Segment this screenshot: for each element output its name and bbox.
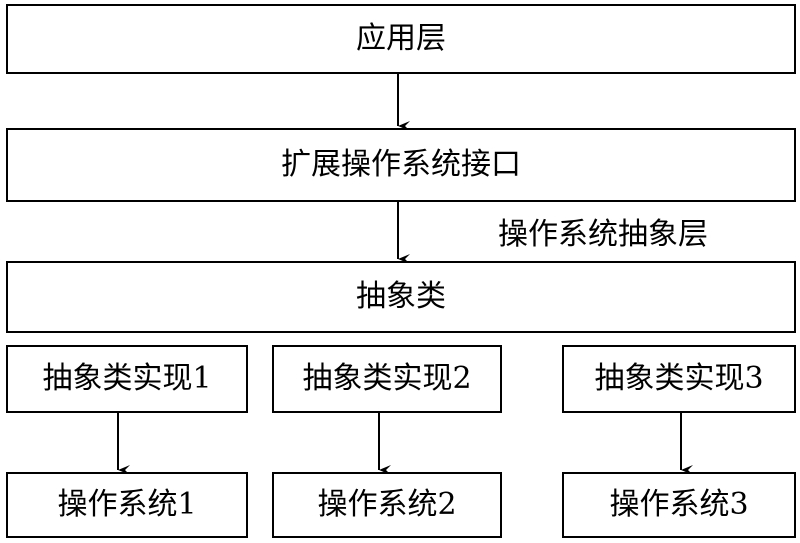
os-box-2: 操作系统2 <box>272 472 502 538</box>
implementation-label-1: 抽象类实现1 <box>42 361 212 396</box>
os-box-1: 操作系统1 <box>6 472 248 538</box>
implementation-box-3: 抽象类实现3 <box>562 345 796 413</box>
application-layer-label: 应用层 <box>356 21 446 56</box>
extended-interface-label: 扩展操作系统接口 <box>281 147 521 182</box>
abstract-class-box: 抽象类 <box>6 261 796 333</box>
os-label-3: 操作系统3 <box>609 487 749 522</box>
os-box-3: 操作系统3 <box>562 472 796 538</box>
implementation-label-3: 抽象类实现3 <box>594 361 764 396</box>
implementation-box-1: 抽象类实现1 <box>6 345 248 413</box>
implementation-box-2: 抽象类实现2 <box>272 345 502 413</box>
os-label-2: 操作系统2 <box>317 487 457 522</box>
extended-interface-box: 扩展操作系统接口 <box>6 128 796 202</box>
application-layer-box: 应用层 <box>6 4 796 74</box>
implementation-label-2: 抽象类实现2 <box>302 361 472 396</box>
abstract-class-label: 抽象类 <box>356 279 446 314</box>
abstraction-layer-label: 操作系统抽象层 <box>498 217 708 252</box>
os-label-1: 操作系统1 <box>57 487 197 522</box>
